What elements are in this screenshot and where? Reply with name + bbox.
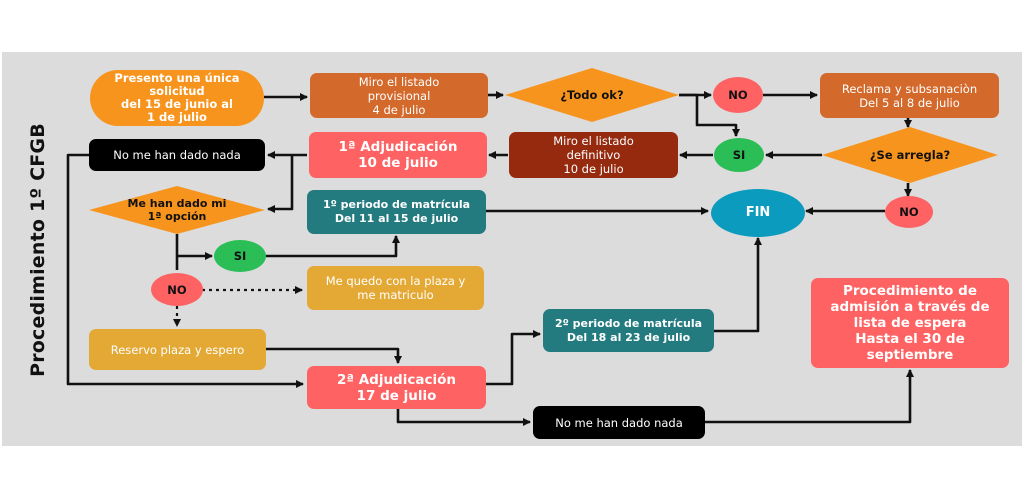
me-han-dado-label: Me han dado mi 1ª opción <box>127 197 227 223</box>
segundo-periodo-matricula-box: 2º periodo de matrícula Del 18 al 23 de … <box>543 309 714 352</box>
reclama-subsanacion-box: Reclama y subsanaciòn Del 5 al 8 de juli… <box>820 73 999 118</box>
no-me-han-dado-nada-box-2: No me han dado nada <box>533 406 705 439</box>
arrow-adjudicacion-to-me-han-dado <box>267 155 294 213</box>
arrow-adjudicacion-2-to-periodo-2 <box>486 330 541 386</box>
arrow-si-to-periodo-1 <box>266 235 400 258</box>
miro-listado-definitivo-box: Miro el listado definitivo 10 de julio <box>509 132 678 178</box>
se-arregla-decision: ¿Se arregla? <box>822 127 998 183</box>
no-circle-todo-ok: NO <box>713 77 763 113</box>
arrow-reservo-to-adjudicacion-2 <box>266 347 402 364</box>
no-circle-primera-opcion: NO <box>151 273 203 306</box>
no-me-han-dado-nada-box: No me han dado nada <box>89 139 265 171</box>
primer-periodo-matricula-box: 1º periodo de matrícula Del 11 al 15 de … <box>307 190 486 234</box>
reservo-plaza-box: Reservo plaza y espero <box>89 329 266 370</box>
arrow-todo-ok-to-si <box>679 93 740 137</box>
procedimiento-lista-espera-box: Procedimiento de admisión a través de li… <box>811 278 1009 368</box>
si-circle-resolved: SI <box>714 138 764 172</box>
presento-solicitud-box: Presento una única solicitud del 15 de j… <box>90 70 264 126</box>
se-arregla-label: ¿Se arregla? <box>869 148 951 162</box>
no-circle-se-arregla: NO <box>885 196 933 228</box>
todo-ok-decision: ¿Todo ok? <box>505 68 679 122</box>
todo-ok-label: ¿Todo ok? <box>560 88 624 102</box>
si-circle-primera-opcion: SI <box>214 240 266 272</box>
arrow-periodo-2-to-fin <box>714 237 762 333</box>
primera-adjudicacion-box: 1ª Adjudicación 10 de julio <box>309 132 487 178</box>
fin-circle: FIN <box>711 189 805 237</box>
arrow-no-me-han-dado-to-adjudicacion-2 <box>66 153 304 388</box>
me-quedo-con-la-plaza-box: Me quedo con la plaza y me matriculo <box>307 266 484 310</box>
arrow-adjudicacion-2-to-no-me-han-dado-2 <box>396 408 531 426</box>
me-han-dado-primera-opcion-decision: Me han dado mi 1ª opción <box>89 186 265 234</box>
miro-listado-provisional-box: Miro el listado provisional 4 de julio <box>310 73 488 118</box>
segunda-adjudicacion-box: 2ª Adjudicación 17 de julio <box>307 366 486 409</box>
arrow-no-me-han-dado-2-to-procedimiento <box>705 369 914 424</box>
